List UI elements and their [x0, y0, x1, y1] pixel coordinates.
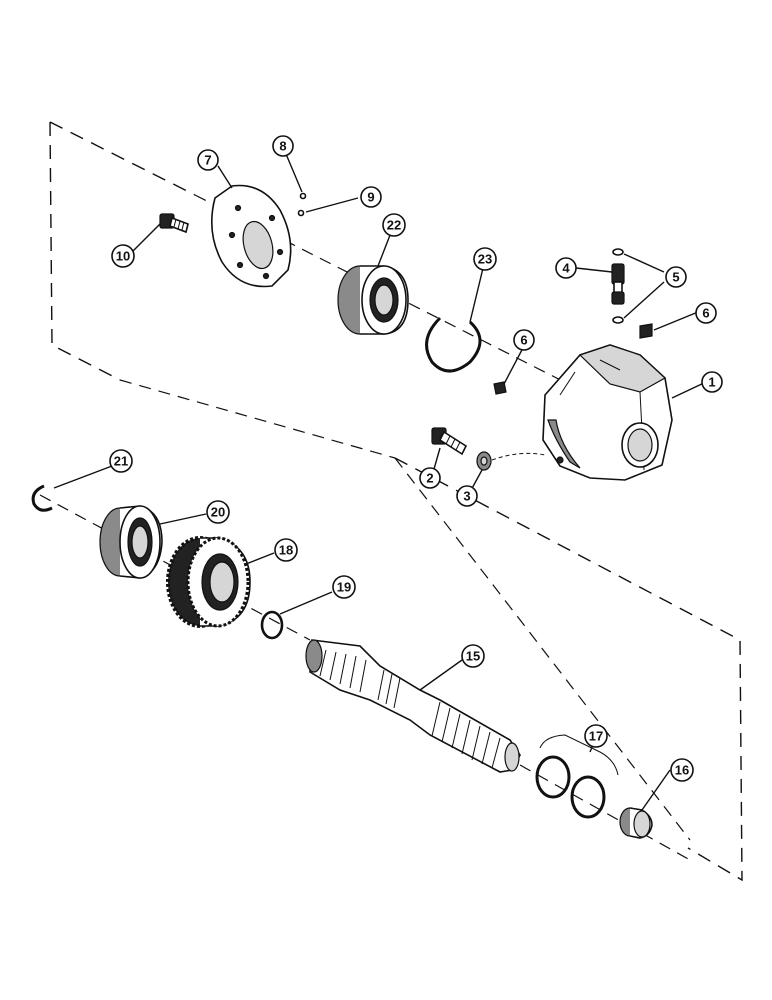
leader-lines [53, 153, 707, 811]
part-2-bolt [431, 427, 468, 456]
svg-text:2: 2 [426, 471, 433, 486]
part-20-bearing [99, 505, 163, 579]
part-16-bushing [619, 807, 653, 839]
svg-text:3: 3 [463, 489, 470, 504]
part-10-bolt [159, 213, 189, 234]
svg-text:15: 15 [466, 649, 480, 664]
part-9-o-ring [297, 209, 305, 217]
svg-text:22: 22 [387, 218, 401, 233]
part-3-washer [476, 451, 546, 471]
svg-text:1: 1 [708, 375, 715, 390]
svg-text:5: 5 [672, 270, 679, 285]
callout-4: 4 [555, 257, 577, 279]
callout-17: 17 [584, 724, 608, 748]
callout-7: 7 [197, 149, 219, 171]
part-17-rings [535, 734, 619, 819]
svg-text:16: 16 [675, 763, 689, 778]
callout-10: 10 [111, 244, 135, 268]
svg-text:18: 18 [279, 543, 293, 558]
svg-text:9: 9 [367, 190, 374, 205]
part-6-plug-upper [639, 323, 653, 339]
shaft-axis [39, 494, 691, 861]
callout-20: 20 [206, 500, 230, 524]
part-23-snap-ring [425, 316, 482, 373]
svg-text:17: 17 [589, 729, 603, 744]
callout-8: 8 [272, 135, 294, 157]
svg-text:10: 10 [116, 249, 130, 264]
callout-22: 22 [382, 213, 406, 237]
part-6-plug-lower [493, 381, 507, 395]
callout-5: 5 [665, 266, 687, 288]
callout-19: 19 [332, 575, 356, 599]
svg-text:20: 20 [211, 505, 225, 520]
part-8-o-ring [299, 192, 307, 200]
svg-text:6: 6 [702, 306, 709, 321]
part-5-o-ring-lower [612, 316, 624, 324]
callout-1: 1 [701, 371, 723, 393]
part-5-o-ring-upper [612, 248, 624, 256]
svg-text:7: 7 [204, 153, 211, 168]
callout-23: 23 [473, 247, 497, 271]
svg-text:8: 8 [279, 139, 286, 154]
callout-15: 15 [461, 644, 485, 668]
part-1-housing [542, 344, 673, 481]
part-18-gear [166, 536, 251, 628]
callout-6-lower: 6 [513, 329, 535, 351]
svg-text:6: 6 [520, 333, 527, 348]
part-19-snap-ring [260, 610, 284, 640]
part-15-shaft [305, 639, 521, 773]
svg-text:4: 4 [562, 261, 570, 276]
callout-21: 21 [109, 449, 133, 473]
callout-2: 2 [419, 467, 441, 489]
part-21-snap-ring [31, 484, 53, 512]
callout-9: 9 [360, 186, 382, 208]
callout-3: 3 [456, 485, 478, 507]
svg-text:23: 23 [478, 252, 492, 267]
part-7-flange [210, 184, 292, 288]
part-4-fitting [611, 263, 625, 305]
svg-text:19: 19 [337, 580, 351, 595]
assembly-boundary [49, 121, 743, 882]
callout-6-upper: 6 [695, 302, 717, 324]
svg-text:21: 21 [114, 454, 128, 469]
part-22-bearing [337, 265, 409, 335]
assembly-axis-lower [119, 379, 691, 841]
callout-18: 18 [274, 538, 298, 562]
callout-16: 16 [670, 758, 694, 782]
